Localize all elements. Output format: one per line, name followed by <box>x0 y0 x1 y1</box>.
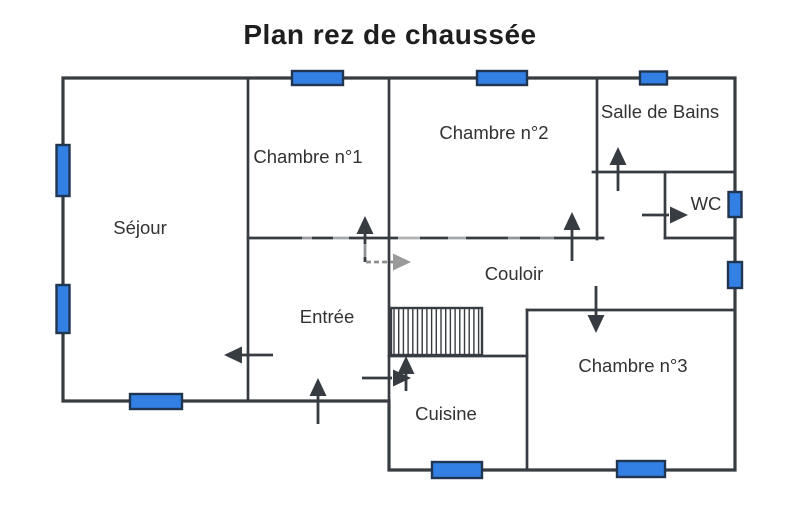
door-arrow-entree-to-couloir <box>366 253 411 271</box>
stairs-up-arrow <box>397 356 415 391</box>
room-label-chambre1: Chambre n°1 <box>253 146 362 167</box>
window-sejour-left-upper <box>55 143 71 198</box>
staircase-hatch <box>389 306 484 357</box>
door-arrow-chambre2 <box>563 212 581 261</box>
arrow-head <box>609 147 627 165</box>
arrow-head <box>393 369 411 387</box>
window-salle-de-bains-top <box>638 70 669 86</box>
arrow-head <box>397 356 415 374</box>
arrow-head <box>356 216 374 234</box>
window-sejour-left-lower <box>55 283 71 335</box>
fade-patch <box>448 235 466 242</box>
fade-patch <box>333 235 349 242</box>
window-chambre1-top <box>290 69 345 87</box>
room-label-wc: WC <box>691 193 722 214</box>
door-arrow-cuisine <box>362 369 411 387</box>
arrow-head <box>224 346 242 364</box>
door-arrow-chambre1 <box>356 216 374 262</box>
door-arrow-chambre3 <box>587 286 605 333</box>
fade-patch <box>361 244 370 257</box>
room-label-chambre3: Chambre n°3 <box>578 355 687 376</box>
room-label-sejour: Séjour <box>113 217 166 238</box>
arrow-head <box>563 212 581 230</box>
window-couloir-right <box>726 260 744 290</box>
fade-patch <box>540 235 554 242</box>
staircase <box>389 306 484 357</box>
arrow-head <box>587 315 605 333</box>
fade-patch <box>398 235 420 242</box>
window-wc-right <box>727 190 743 219</box>
room-label-couloir: Couloir <box>485 263 544 284</box>
outer-wall <box>61 76 737 472</box>
fade-patch <box>302 235 312 242</box>
arrow-head <box>393 253 411 271</box>
door-arrow-wc <box>642 206 688 224</box>
window-sejour-bottom <box>128 392 184 411</box>
room-label-cuisine: Cuisine <box>415 403 477 424</box>
arrow-head <box>670 206 688 224</box>
watermark-fade <box>302 235 554 257</box>
plan-title: Plan rez de chaussée <box>243 19 536 50</box>
arrow-head <box>309 378 327 396</box>
room-label-entree: Entrée <box>300 306 355 327</box>
window-chambre2-top <box>475 69 529 87</box>
door-arrow-main-entrance <box>309 378 327 424</box>
door-arrow-salle-de-bains <box>609 147 627 191</box>
door-arrow-sejour <box>224 346 273 364</box>
fade-patch <box>508 235 520 242</box>
window-chambre3-bottom <box>615 459 667 479</box>
room-label-salle-de-bains: Salle de Bains <box>601 101 719 122</box>
window-cuisine-bottom <box>430 460 484 480</box>
room-label-chambre2: Chambre n°2 <box>439 122 548 143</box>
